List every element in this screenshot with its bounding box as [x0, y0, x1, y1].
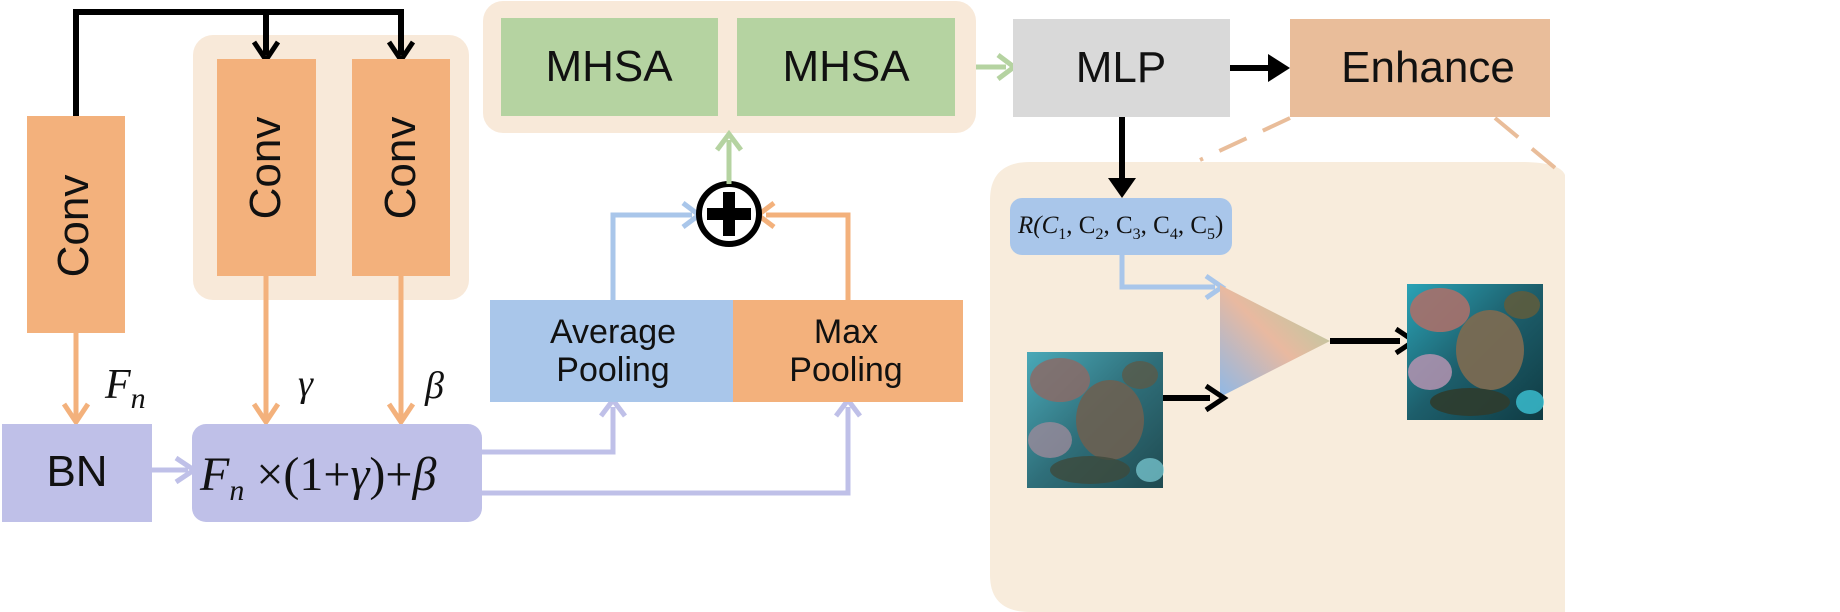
enhance-detail-panel [990, 162, 1565, 612]
mhsa2-label: MHSA [782, 42, 910, 91]
circled-plus-icon [696, 181, 762, 247]
mhsa1-label: MHSA [545, 42, 673, 91]
underwater-input-image [1027, 352, 1164, 488]
avg-pool-block [490, 300, 733, 402]
conv-split-arrows [73, 9, 404, 118]
conv-left-label: Conv [49, 175, 98, 278]
mhsa1-block [501, 18, 718, 116]
underwater-output-image [1407, 284, 1544, 420]
enhance-dash-right [1493, 116, 1562, 174]
mlp-block [1013, 19, 1230, 117]
conv-mid2-block [352, 59, 450, 276]
mhsa2-block [737, 18, 955, 116]
enhance-label: Enhance [1341, 43, 1515, 92]
gamma-label: γ [298, 363, 314, 405]
arrowhead-bn [61, 402, 91, 427]
enhance-dash-left [1199, 116, 1291, 162]
r-function-box [1010, 198, 1232, 255]
conv-mid1-block [217, 59, 316, 276]
arrow-avgpool-to-sum [610, 212, 692, 300]
arrowhead-mhsa [715, 129, 743, 152]
max-pool-label-1: Max [814, 313, 878, 351]
beta-label: β [424, 365, 444, 407]
conv-mid1-label: Conv [241, 117, 290, 220]
arrowhead-gamma [251, 402, 281, 427]
modulation-formula-block [192, 424, 482, 522]
modulation-formula: Fn ×(1+γ)+β [199, 448, 436, 507]
conv-mid2-label: Conv [376, 117, 425, 220]
arrow-formula-to-avgpool [482, 407, 616, 455]
mlp-label: MLP [1076, 43, 1166, 92]
bn-label: BN [46, 447, 107, 496]
arrowhead-enhance [1268, 54, 1290, 82]
arrow-maxpool-to-sum [766, 212, 851, 300]
fn-label: Fn [104, 362, 146, 415]
r-function-label: R(C1, C2, C3, C4, C5) [1017, 212, 1223, 243]
conv-left-block [27, 116, 125, 333]
arrowhead-triangle-bottom [1204, 383, 1229, 413]
avg-pool-label-2: Pooling [556, 351, 669, 389]
arrow-r-to-triangle [1119, 255, 1215, 290]
arrowhead-r [1108, 178, 1136, 198]
avg-pool-label-1: Average [550, 313, 676, 351]
enhance-block [1290, 19, 1550, 117]
enhancement-network-icon [1220, 285, 1330, 397]
max-pool-block [733, 300, 963, 402]
max-pool-label-2: Pooling [789, 351, 902, 389]
arrow-formula-to-maxpool [482, 407, 851, 496]
arrowhead-beta [386, 402, 416, 427]
bn-block [2, 424, 152, 522]
